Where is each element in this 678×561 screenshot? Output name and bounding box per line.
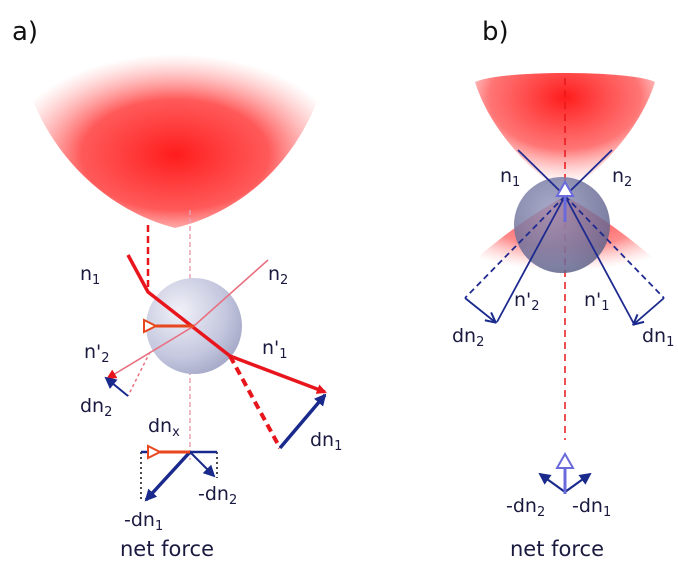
- label-dn1-b: dn1: [642, 325, 674, 350]
- neg-dn2-vector-b: [538, 472, 566, 493]
- label-n-prime-1-b: n'1: [584, 289, 610, 314]
- ray-n1-a: [126, 254, 327, 394]
- net-force-arrowhead-b: [555, 451, 575, 469]
- laser-beam-top-b: [475, 73, 655, 196]
- label-n1-a: n1: [80, 263, 100, 288]
- dn1-vector-a: [278, 393, 327, 450]
- ray-n-prime-1-b: [564, 195, 635, 325]
- ray-n2-b: [564, 149, 613, 197]
- label-n1-b: n1: [500, 165, 520, 190]
- laser-beam-a: [20, 45, 330, 228]
- label-n-prime-1-a: n'1: [262, 337, 288, 362]
- ray-n1-undeflected-a: [228, 355, 282, 449]
- ray-n1-b: [517, 149, 566, 197]
- panel-b-label: b): [482, 17, 509, 47]
- caption-net-force-a: net force: [120, 537, 214, 561]
- panel-a-label: a): [12, 17, 38, 47]
- label-dn2-a: dn2: [80, 395, 112, 420]
- label-dn2-b: dn2: [452, 325, 484, 350]
- dn1-vector-b: [634, 297, 665, 324]
- ray-n1-undeflected-b: [564, 195, 665, 299]
- label-neg-dn1-a: -dn1: [124, 509, 163, 534]
- neg-dn1-vector-a: [144, 450, 192, 502]
- label-neg-dn2-a: -dn2: [198, 483, 237, 508]
- label-n-prime-2-b: n'2: [514, 289, 540, 314]
- force-arrowhead-bead-b: [555, 179, 575, 197]
- neg-dn1-vector-b: [564, 472, 592, 493]
- ray-n-prime-2-b: [496, 195, 566, 323]
- label-dn1-a: dn1: [310, 429, 342, 454]
- label-n-prime-2-a: n'2: [84, 341, 110, 366]
- dn2-vector-b: [464, 297, 495, 322]
- caption-net-force-b: net force: [510, 537, 604, 561]
- dn2-vector-a: [104, 376, 129, 397]
- neg-dn2-vector-a: [189, 451, 216, 478]
- bead-b: [514, 177, 610, 273]
- label-n2-a: n2: [268, 263, 288, 288]
- label-dnx-a: dnx: [148, 415, 180, 440]
- label-neg-dn2-b: -dn2: [506, 495, 545, 520]
- ray-n2-undeflected-a: [127, 351, 151, 397]
- ray-n2-undeflected-b: [464, 195, 566, 299]
- label-neg-dn1-b: -dn1: [572, 495, 611, 520]
- label-n2-b: n2: [612, 165, 632, 190]
